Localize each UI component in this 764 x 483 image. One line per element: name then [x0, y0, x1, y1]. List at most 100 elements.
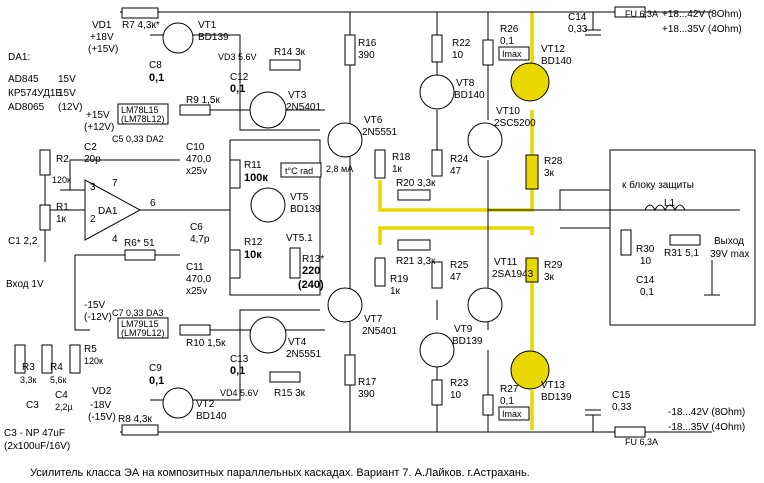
svg-text:4,7p: 4,7p	[190, 234, 210, 245]
svg-text:R15 3к: R15 3к	[274, 388, 306, 399]
svg-text:Выход: Выход	[714, 236, 744, 247]
caption: Усилитель класса ЭА на композитных парал…	[30, 467, 530, 479]
svg-text:R17: R17	[358, 377, 377, 388]
svg-text:DA1:: DA1:	[8, 52, 30, 63]
protection-box	[609, 149, 756, 326]
svg-text:R19: R19	[390, 274, 409, 285]
svg-text:-15V: -15V	[84, 300, 105, 311]
svg-text:10: 10	[452, 50, 464, 61]
svg-text:(12V): (12V)	[58, 102, 82, 113]
svg-text:15V: 15V	[58, 88, 76, 99]
svg-text:(-15V): (-15V)	[88, 412, 116, 423]
svg-text:L1: L1	[664, 198, 676, 209]
svg-text:39V max: 39V max	[710, 249, 749, 260]
svg-text:C11: C11	[186, 262, 204, 273]
svg-text:BD139: BD139	[452, 336, 483, 347]
svg-text:1к: 1к	[56, 214, 67, 225]
svg-text:C2: C2	[84, 142, 97, 153]
svg-text:10: 10	[450, 390, 462, 401]
svg-text:390: 390	[358, 389, 375, 400]
svg-text:0,1: 0,1	[230, 83, 245, 95]
svg-text:+18...42V (8Ohm): +18...42V (8Ohm)	[662, 9, 742, 20]
svg-text:2,2µ: 2,2µ	[55, 402, 73, 412]
svg-text:220: 220	[302, 265, 320, 277]
svg-text:VT13: VT13	[541, 380, 565, 391]
svg-text:390: 390	[358, 50, 375, 61]
svg-text:VD2: VD2	[92, 386, 112, 397]
svg-text:R26: R26	[500, 24, 519, 35]
svg-text:C6: C6	[190, 222, 203, 233]
svg-text:R16: R16	[358, 38, 377, 49]
svg-text:C12: C12	[230, 72, 249, 83]
svg-text:R10 1,5к: R10 1,5к	[186, 338, 226, 349]
svg-text:-18V: -18V	[90, 400, 111, 411]
svg-text:VT8: VT8	[456, 78, 475, 89]
svg-text:x25v: x25v	[186, 166, 207, 177]
svg-text:470,0: 470,0	[186, 274, 211, 285]
svg-text:R20 3,3к: R20 3,3к	[396, 178, 436, 189]
svg-text:2: 2	[90, 214, 96, 225]
svg-text:-18...42V (8Ohm): -18...42V (8Ohm)	[668, 407, 745, 418]
svg-text:BD139: BD139	[290, 204, 321, 215]
regulators	[117, 103, 169, 339]
svg-text:+18...35V (4Ohm): +18...35V (4Ohm)	[662, 24, 742, 35]
svg-text:VT4: VT4	[288, 337, 307, 348]
svg-text:BD139: BD139	[541, 392, 572, 403]
svg-text:R8 4,3к: R8 4,3к	[118, 414, 152, 425]
svg-text:10к: 10к	[244, 249, 262, 261]
svg-text:3к: 3к	[544, 168, 555, 179]
supply-rails	[120, 6, 712, 438]
svg-text:120к: 120к	[52, 175, 71, 185]
svg-text:470,0: 470,0	[186, 154, 211, 165]
svg-text:0,1: 0,1	[149, 72, 164, 84]
svg-text:2SC5200: 2SC5200	[494, 118, 536, 129]
svg-text:0,33: 0,33	[568, 24, 588, 35]
svg-text:C10: C10	[186, 142, 205, 153]
svg-text:(2x100uF/16V): (2x100uF/16V)	[4, 441, 70, 452]
svg-text:0,1: 0,1	[500, 396, 514, 407]
resistors	[14, 7, 701, 436]
svg-text:2N5551: 2N5551	[362, 127, 397, 138]
svg-text:R21 3,3к: R21 3,3к	[396, 256, 436, 267]
svg-text:R28: R28	[544, 156, 563, 167]
svg-text:R5: R5	[84, 344, 97, 355]
svg-text:R11: R11	[244, 160, 262, 171]
svg-text:R30: R30	[636, 244, 655, 255]
svg-text:R22: R22	[452, 38, 471, 49]
svg-text:C9: C9	[149, 363, 162, 374]
svg-text:120к: 120к	[84, 356, 103, 366]
svg-text:VT12: VT12	[541, 44, 565, 55]
svg-text:100к: 100к	[244, 172, 268, 184]
op-amp-da1	[84, 179, 142, 241]
svg-text:VT1: VT1	[198, 20, 217, 31]
svg-text:2SA1943: 2SA1943	[492, 269, 534, 280]
svg-text:2N5551: 2N5551	[286, 349, 321, 360]
svg-text:BD140: BD140	[541, 56, 572, 67]
svg-text:47: 47	[450, 166, 462, 177]
svg-text:VT10: VT10	[496, 106, 520, 117]
svg-text:VD4 5.6V: VD4 5.6V	[220, 388, 259, 398]
transistors	[162, 22, 503, 419]
svg-text:3,3к: 3,3к	[20, 375, 37, 385]
svg-text:VD3 5.6V: VD3 5.6V	[218, 52, 257, 62]
svg-text:(240): (240)	[298, 279, 324, 291]
svg-text:DA1: DA1	[98, 206, 118, 217]
svg-text:C14: C14	[636, 275, 655, 286]
svg-text:(+12V): (+12V)	[84, 122, 114, 133]
svg-text:2,8 мА: 2,8 мА	[326, 164, 353, 174]
svg-text:LM79L15: LM79L15	[121, 319, 159, 329]
svg-text:AD845: AD845	[8, 74, 39, 85]
svg-text:R4: R4	[50, 362, 63, 373]
svg-text:(LM79L12): (LM79L12)	[121, 328, 165, 338]
svg-text:к блоку защиты: к блоку защиты	[622, 179, 694, 191]
labels: DA1: AD845 15V КР574УД1Б 15V AD8065 (12V…	[4, 9, 749, 479]
svg-text:BD140: BD140	[454, 90, 485, 101]
svg-text:AD8065: AD8065	[8, 102, 45, 113]
svg-text:R29: R29	[544, 260, 563, 271]
svg-text:DA3: DA3	[146, 308, 164, 318]
svg-text:R27: R27	[500, 384, 519, 395]
svg-text:КР574УД1Б: КР574УД1Б	[8, 88, 62, 99]
svg-text:R6* 51: R6* 51	[124, 238, 155, 249]
svg-text:FU 6,3A: FU 6,3A	[625, 437, 658, 447]
